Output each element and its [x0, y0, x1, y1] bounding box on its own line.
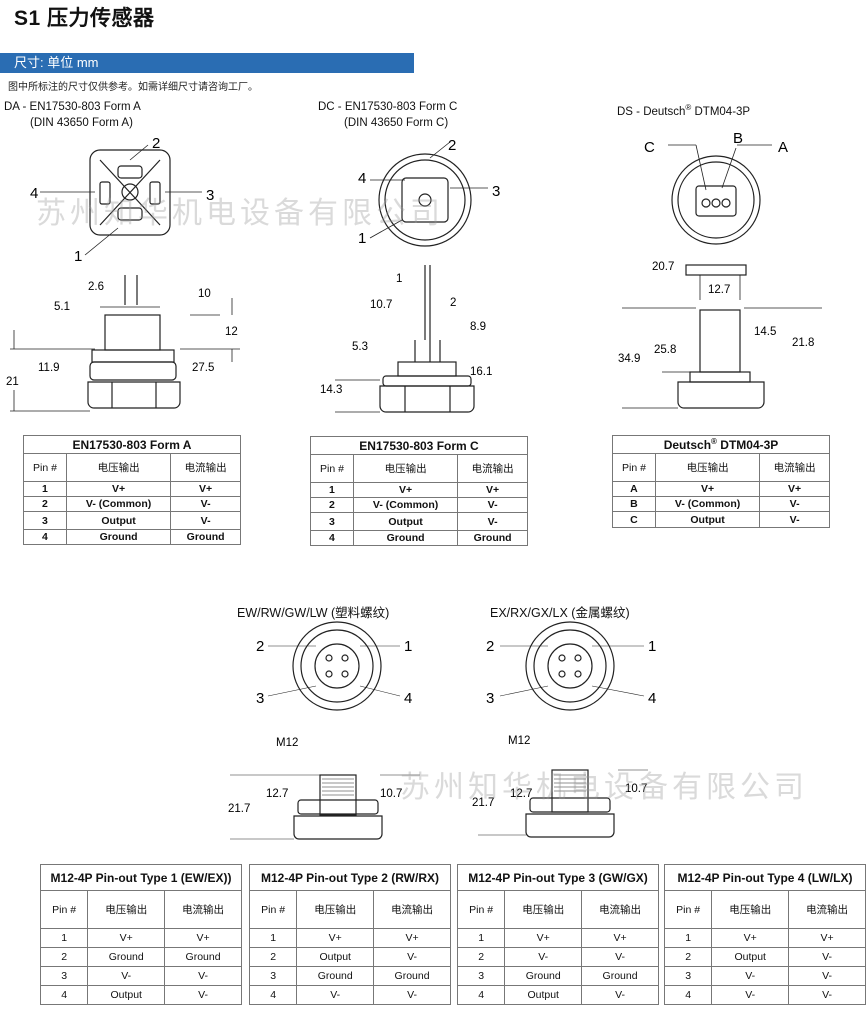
ds-dim-3: 14.5 [754, 326, 776, 338]
dc-dim-1: 1 [396, 273, 402, 285]
ds-dim-1: 20.7 [652, 261, 674, 273]
da-dim-2: 5.1 [54, 301, 70, 313]
da-pin-4: 4 [30, 185, 38, 202]
m12p-pin-1: 1 [404, 638, 412, 655]
ds-pin-b: B [733, 130, 743, 147]
ds-drawing: C B A 20.7 12.7 14.5 21.8 34.9 25.8 [618, 130, 822, 409]
da-dim-4: 12 [225, 326, 238, 338]
da-dim-3: 10 [198, 288, 211, 300]
dc-subtitle: (DIN 43650 Form C) [344, 117, 449, 129]
table-m12-type4: M12-4P Pin-out Type 4 (LW/LX) Pin #电压输出电… [663, 864, 866, 1005]
ds-dim-6: 25.8 [654, 344, 676, 356]
dimension-note: 图中所标注的尺寸仅供参考。如需详细尺寸请咨询工厂。 [8, 82, 258, 93]
table-m12-type2: M12-4P Pin-out Type 2 (RW/RX) Pin #电压输出电… [248, 864, 451, 1005]
table-m12-type3: M12-4P Pin-out Type 3 (GW/GX) Pin #电压输出电… [456, 864, 659, 1005]
section-header: 尺寸: 单位 mm [0, 53, 414, 73]
m12p-pin-3: 3 [256, 690, 264, 707]
ds-pin-c: C [644, 139, 655, 156]
da-subtitle: (DIN 43650 Form A) [30, 117, 133, 129]
m12m-pin-1: 1 [648, 638, 656, 655]
watermark-bottom: 苏州知华机电设备有限公司 [400, 771, 808, 804]
m12m-thread: M12 [508, 735, 530, 747]
m12m-dim-3: 21.7 [472, 797, 494, 809]
dc-dim-2: 10.7 [370, 299, 392, 311]
m12-metal-title: EX/RX/GX/LX (金属螺纹) [490, 606, 630, 620]
da-dim-1: 2.6 [88, 281, 104, 293]
da-pin-2: 2 [152, 135, 160, 152]
dc-pin-3: 3 [492, 183, 500, 200]
m12p-pin-4: 4 [404, 690, 412, 707]
dc-dim-7: 14.3 [320, 384, 342, 396]
page-title: S1 压力传感器 [14, 7, 155, 30]
table-m12-type1: M12-4P Pin-out Type 1 (EW/EX)) Pin #电压输出… [39, 864, 242, 1005]
m12p-dim-3: 21.7 [228, 803, 250, 815]
dc-title: DC - EN17530-803 Form C [318, 101, 458, 113]
dc-pin-2: 2 [448, 137, 456, 154]
dc-dim-6: 16.1 [470, 366, 492, 378]
dc-pin-4: 4 [358, 170, 366, 187]
ds-title: DS - Deutsch® DTM04-3P [617, 103, 751, 118]
da-drawing: 2 4 3 1 2.6 5.1 10 12 11.9 27.5 21 [6, 135, 240, 412]
da-pin-3: 3 [206, 187, 214, 204]
m12p-dim-1: 12.7 [266, 788, 288, 800]
dc-dim-4: 8.9 [470, 321, 486, 333]
da-dim-7: 21 [6, 376, 19, 388]
ds-dim-5: 34.9 [618, 353, 640, 365]
m12m-dim-1: 12.7 [510, 788, 532, 800]
dc-pin-1: 1 [358, 230, 366, 247]
dc-dim-5: 5.3 [352, 341, 368, 353]
da-title: DA - EN17530-803 Form A [4, 101, 141, 113]
watermark-top: 苏州知华机电设备有限公司 [36, 197, 444, 230]
m12-metal-drawing: 2 1 3 4 M12 12.7 10.7 21.7 [472, 621, 656, 838]
m12p-dim-2: 10.7 [380, 788, 402, 800]
ds-dim-4: 21.8 [792, 337, 814, 349]
m12m-pin-4: 4 [648, 690, 656, 707]
m12m-pin-2: 2 [486, 638, 494, 655]
m12-plastic-title: EW/RW/GW/LW (塑料螺纹) [237, 606, 390, 620]
da-dim-6: 27.5 [192, 362, 214, 374]
ds-dim-2: 12.7 [708, 284, 730, 296]
ds-pin-a: A [778, 139, 788, 156]
m12p-pin-2: 2 [256, 638, 264, 655]
m12p-thread: M12 [276, 737, 298, 749]
m12-plastic-drawing: 2 1 3 4 M12 12.7 10.7 21.7 [228, 621, 420, 840]
da-dim-5: 11.9 [38, 362, 60, 374]
dc-drawing: 2 4 3 1 1 10.7 2 8.9 5.3 16.1 14.3 [320, 137, 500, 413]
m12m-dim-2: 10.7 [625, 783, 647, 795]
da-pin-1: 1 [74, 248, 82, 265]
m12m-pin-3: 3 [486, 690, 494, 707]
dc-dim-3: 2 [450, 297, 456, 309]
